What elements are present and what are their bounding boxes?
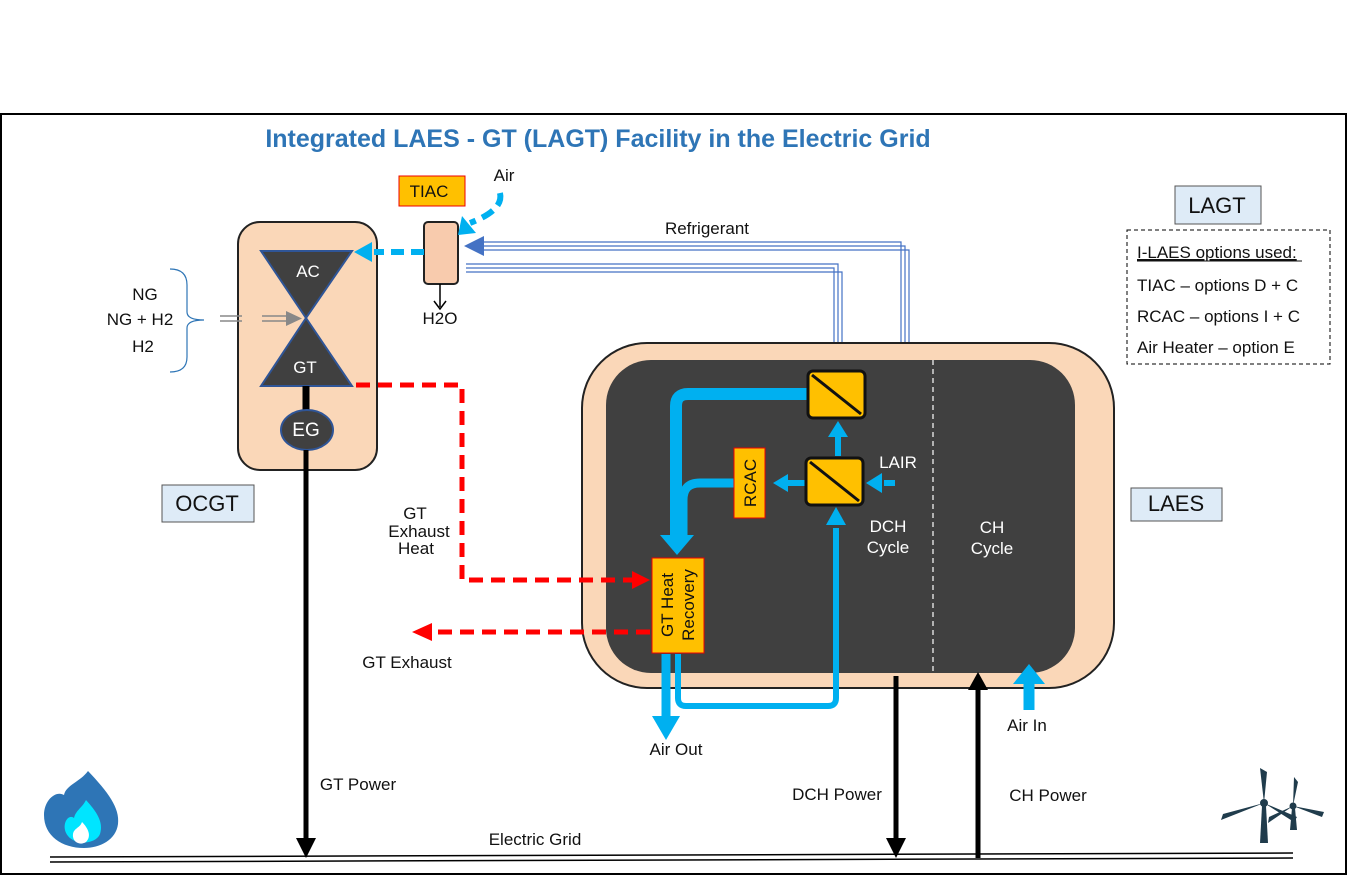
lagt-label-box	[1174, 185, 1262, 225]
ac-label: AC	[296, 262, 320, 281]
ch-power-label: CH Power	[1009, 786, 1087, 805]
electric-grid-line-1	[49, 852, 1294, 858]
fuel-brace	[169, 268, 205, 373]
air-out-label: Air Out	[650, 740, 703, 759]
rcac-outflow	[678, 478, 734, 540]
gt-power-label: GT Power	[320, 775, 397, 794]
option-tiac: TIAC – options D + C	[1137, 276, 1298, 295]
refrigerant-label: Refrigerant	[665, 219, 749, 238]
rcac-label: RCAC	[741, 459, 760, 507]
fuel-ng: NG	[132, 285, 158, 304]
refrigerant-arrow-left	[464, 236, 484, 256]
ch-cycle-label-2: Cycle	[971, 539, 1014, 558]
eg-label: EG	[292, 420, 319, 441]
flow-arrow-down	[660, 535, 694, 555]
air-in-label: Air In	[1007, 716, 1047, 735]
return-loop	[675, 528, 839, 709]
gt-exhaust-heat-label-1: GT	[403, 504, 427, 523]
ch-cycle-label-1: CH	[980, 518, 1005, 537]
fuel-ng-h2: NG + H2	[107, 310, 174, 329]
options-panel	[1126, 229, 1331, 365]
air-compressor	[259, 250, 354, 320]
heat-exchanger-upper	[806, 369, 867, 420]
air-out-arrow	[652, 716, 680, 740]
electric-grid-line-2	[49, 857, 1294, 863]
electric-grid-label: Electric Grid	[489, 830, 582, 849]
air-intake-label: Air	[494, 166, 515, 185]
ocgt-label-box	[161, 484, 255, 523]
diagram-title: Integrated LAES - GT (LAGT) Facility in …	[265, 125, 930, 153]
tiac-label: TIAC	[410, 182, 449, 201]
frame	[0, 113, 1347, 875]
heat-exchanger-lower	[804, 456, 865, 507]
tiac-label-box	[398, 175, 466, 207]
dch-power-label: DCH Power	[792, 785, 882, 804]
laes-label-box	[1130, 487, 1223, 522]
h2o-label: H2O	[423, 309, 458, 328]
dch-cycle-label-2: Cycle	[867, 538, 910, 557]
cooled-air-arrow	[354, 242, 372, 262]
gt-heat-recovery-label-1: GT Heat	[658, 573, 677, 637]
fuel-h2: H2	[132, 337, 154, 356]
gt-exhaust-heat-label-3: Heat	[398, 539, 434, 558]
lagt-label: LAGT	[1188, 193, 1245, 218]
wind-turbine-icon	[1221, 768, 1324, 843]
ocgt-label: OCGT	[175, 491, 239, 516]
rcac-unit	[733, 447, 766, 519]
dch-cycle-label-1: DCH	[870, 517, 907, 536]
gt-heat-recovery-label-2: Recovery	[679, 569, 698, 641]
option-rcac: RCAC – options I + C	[1137, 307, 1300, 326]
upper-he-outflow	[670, 388, 808, 538]
lair-label: LAIR	[879, 453, 917, 472]
tiac-unit	[423, 221, 459, 285]
gt-exhaust-heat-flow	[356, 382, 632, 583]
option-air-heater: Air Heater – option E	[1137, 338, 1295, 357]
flame-icon	[44, 771, 119, 848]
laes-label: LAES	[1148, 491, 1204, 516]
gt-exhaust-label: GT Exhaust	[362, 653, 452, 672]
air-in-arrow	[1013, 664, 1045, 684]
fuel-arrow	[286, 311, 302, 326]
air-intake-flow	[468, 192, 504, 226]
options-heading: I-LAES options used:	[1137, 243, 1297, 262]
gt-exhaust-heat-label-2: Exhaust	[388, 522, 450, 541]
gt-exhaust-arrow	[412, 623, 432, 641]
gt-label: GT	[293, 358, 317, 377]
gt-heat-recovery-unit	[651, 557, 705, 654]
